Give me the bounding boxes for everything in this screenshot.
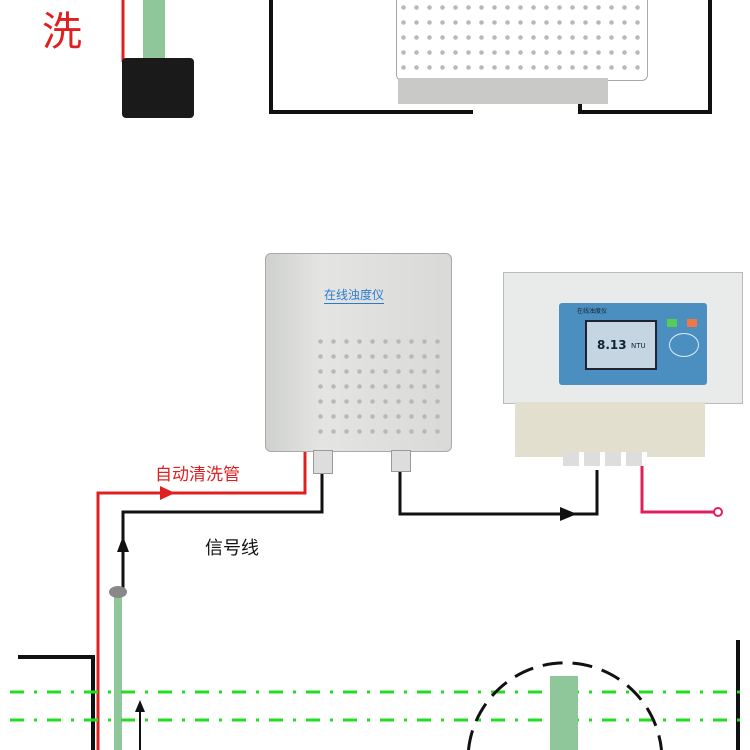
sensor-pipe-top [143,0,165,60]
cable-gland [313,450,333,474]
top-enclosure [396,0,648,81]
arrow-keypad[interactable] [669,333,699,357]
controller-panel: 在线浊度仪 8.13 NTU [559,303,707,385]
cable-glands [563,452,647,466]
lcd-display: 8.13 NTU [585,320,657,370]
cable-gland [391,450,411,472]
controller-unit: 在线浊度仪 8.13 NTU [503,272,743,404]
signal-line-label: 信号线 [205,538,259,559]
output-line [640,462,716,514]
analyzer-unit: 在线浊度仪 [265,253,452,452]
top-enclosure-base [398,78,608,104]
controller-title: 在线浊度仪 [577,308,608,315]
green-button[interactable] [667,319,677,327]
controller-base [515,402,705,457]
top-label: 洗 [42,9,82,55]
cleaning-pipe-line [96,452,307,750]
red-button[interactable] [687,319,697,327]
detail-circle [467,661,663,750]
signal-line [121,470,324,590]
reading-unit: NTU [631,342,646,350]
sensor-head-top [122,58,194,118]
reading-value: 8.13 [597,338,627,352]
cleaning-pipe-label: 自动清洗管 [155,465,240,485]
analyzer-title: 在线浊度仪 [324,288,385,304]
